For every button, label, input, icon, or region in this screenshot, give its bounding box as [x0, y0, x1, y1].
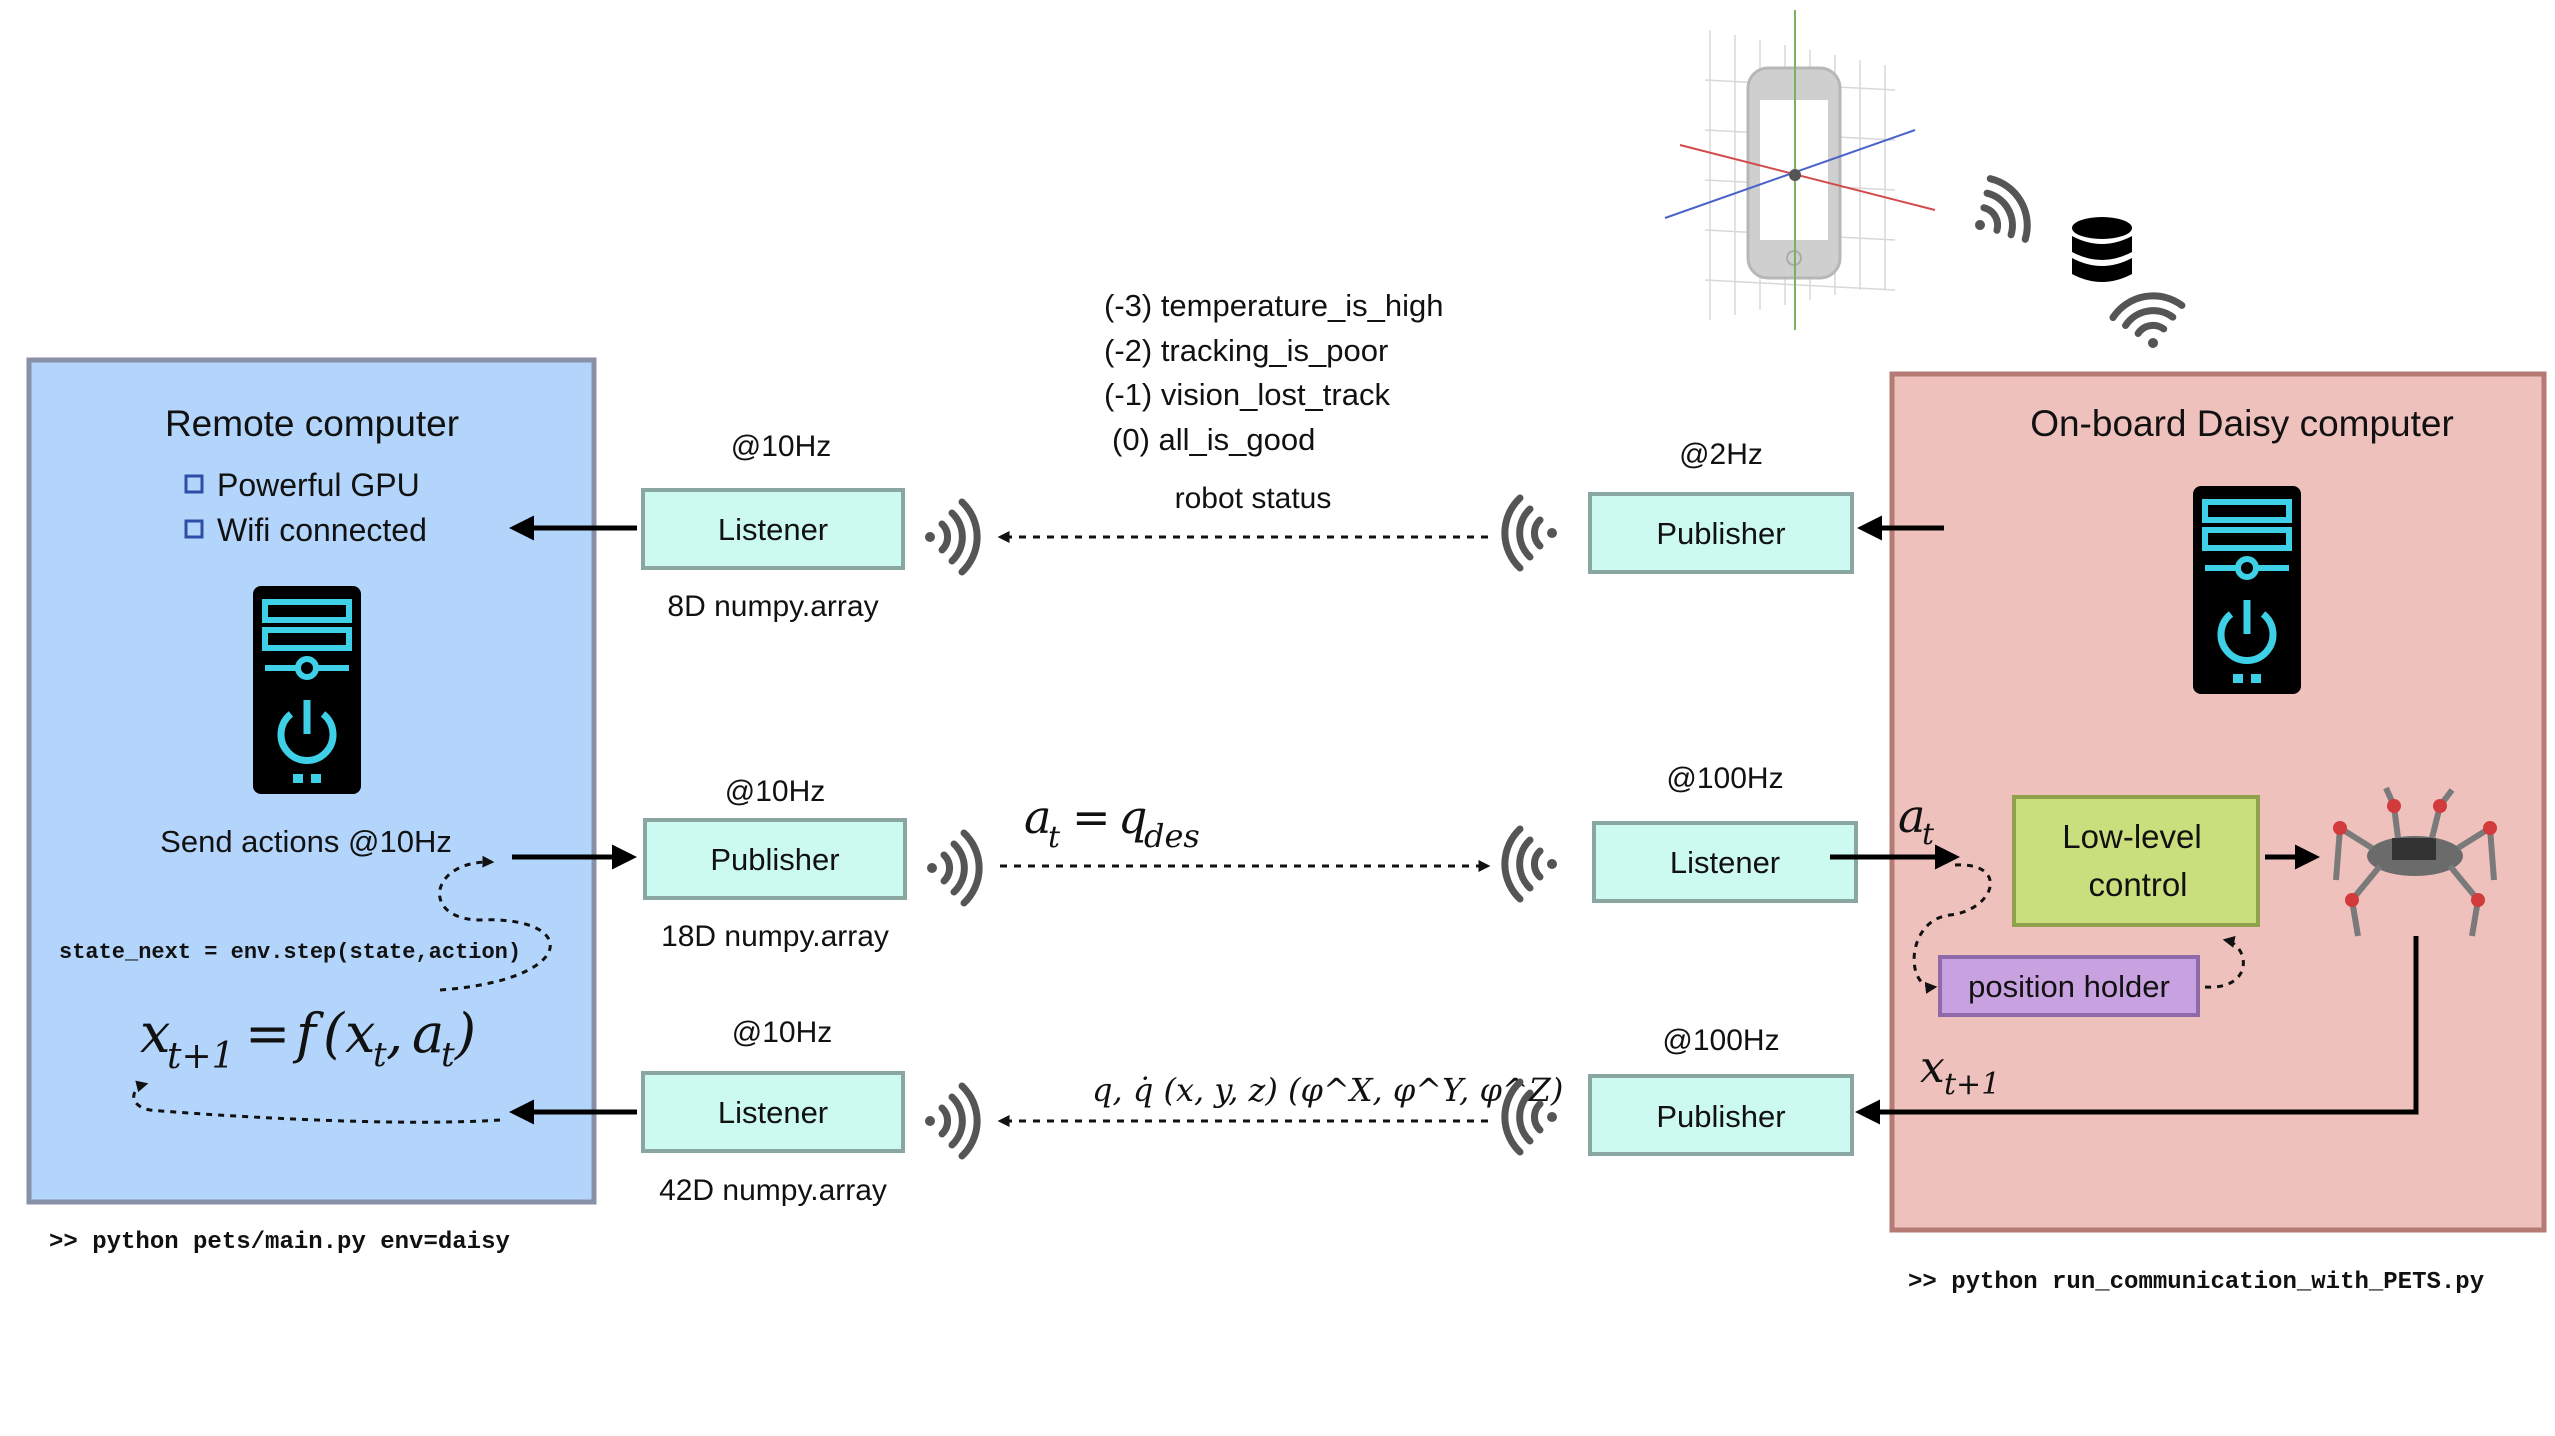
svg-text:x: x	[345, 1002, 375, 1065]
checkbox-icon	[184, 519, 204, 539]
wifi-signal-icon	[1505, 498, 1557, 568]
remote-feature-gpu: Powerful GPU	[217, 467, 420, 503]
svg-text:=: =	[245, 1002, 290, 1065]
position-holder-label: position holder	[1968, 969, 2170, 1004]
wifi-signal-icon	[925, 1086, 977, 1156]
env-step-code: state_next = env.step(state,action)	[59, 940, 521, 965]
svg-text:t+1: t+1	[1944, 1067, 2000, 1102]
channel3-left-caption: 42D numpy.array	[659, 1174, 887, 1207]
wifi-signal-icon	[1505, 829, 1557, 899]
svg-text:,: ,	[386, 1002, 403, 1065]
channel1-left-caption: 8D numpy.array	[667, 590, 878, 623]
channel3-right-rate: @100Hz	[1662, 1024, 1779, 1057]
channel2-message: a t = q des	[1024, 790, 1200, 855]
status-code-0: (0) all_is_good	[1112, 422, 1315, 457]
svg-text:x: x	[1920, 1042, 1945, 1093]
onboard-xt1-label: x t+1	[1920, 1042, 2000, 1102]
channel2-left-node	[643, 818, 907, 900]
channel2-left-rate: @10Hz	[725, 775, 826, 808]
channel1-right-node	[1588, 492, 1854, 574]
computer-tower-icon	[253, 586, 361, 794]
phone-axes-icon	[1664, 10, 1936, 330]
svg-text:t: t	[373, 1035, 387, 1075]
channel1-left-node-label: Listener	[718, 512, 828, 547]
svg-text:t: t	[1048, 820, 1061, 855]
low-level-control-box	[2012, 795, 2260, 927]
svg-text:t+1: t+1	[167, 1036, 235, 1077]
position-holder-box	[1938, 955, 2200, 1017]
low-level-label-line2: control	[2088, 866, 2187, 903]
channel3-right-node	[1588, 1074, 1854, 1156]
onboard-at-label: a t	[1898, 789, 1935, 852]
channel1-right-node-label: Publisher	[1656, 516, 1785, 551]
channel2-right-rate: @100Hz	[1666, 762, 1783, 795]
channel2-left-caption: 18D numpy.array	[661, 920, 889, 953]
channel1-left-node	[641, 488, 905, 570]
svg-text:q: q	[1118, 790, 1147, 844]
status-code-3: (-3) temperature_is_high	[1104, 288, 1443, 323]
channel1-left-rate: @10Hz	[731, 430, 832, 463]
dynamics-equation: x t+1 = f ( x t , a t )	[140, 1002, 476, 1077]
wifi-signal-icon	[1958, 171, 2038, 258]
svg-text:a: a	[412, 1002, 444, 1065]
wifi-signal-icon	[927, 833, 979, 903]
hexapod-robot-icon	[2333, 786, 2497, 937]
database-icon	[2072, 217, 2132, 282]
svg-text:a: a	[1024, 790, 1051, 844]
svg-text:t: t	[1922, 817, 1935, 852]
channel3-right-node-label: Publisher	[1656, 1099, 1785, 1134]
channel3-left-rate: @10Hz	[732, 1016, 833, 1049]
channel3-message: q, q̇ (x, y, z) (φ^X, φ^Y, φ^Z)	[1092, 1071, 1563, 1109]
remote-command: >> python pets/main.py env=daisy	[49, 1229, 510, 1256]
onboard-title: On-board Daisy computer	[2030, 403, 2454, 444]
svg-text:=: =	[1072, 790, 1111, 844]
low-level-label-line1: Low-level	[2062, 818, 2201, 855]
computer-tower-icon	[2193, 486, 2301, 694]
wifi-signal-icon	[925, 502, 977, 572]
channel2-left-node-label: Publisher	[710, 842, 839, 877]
channel1-right-rate: @2Hz	[1679, 438, 1763, 471]
svg-text:(: (	[323, 1002, 346, 1065]
channel3-left-node	[641, 1071, 905, 1153]
remote-computer-panel: Remote computer Powerful GPU Wifi connec…	[26, 357, 597, 1205]
send-actions-label: Send actions @10Hz	[160, 824, 452, 859]
svg-text:a: a	[1898, 789, 1925, 843]
svg-text:x: x	[140, 1002, 170, 1065]
status-code-2: (-2) tracking_is_poor	[1104, 333, 1388, 368]
channel3-left-node-label: Listener	[718, 1095, 828, 1130]
svg-text:des: des	[1144, 817, 1200, 855]
channel1-message: robot status	[1175, 482, 1332, 515]
remote-title: Remote computer	[165, 403, 459, 444]
svg-text:t: t	[441, 1035, 455, 1075]
channel-state: @10Hz Listener 42D numpy.array q, q̇ (x,…	[509, 1016, 1854, 1207]
status-code-1: (-1) vision_lost_track	[1104, 377, 1390, 412]
channel2-right-node-label: Listener	[1670, 845, 1780, 880]
svg-text:): )	[454, 1002, 476, 1065]
wifi-signal-icon	[2110, 290, 2188, 354]
checkbox-icon	[184, 474, 204, 494]
channel-robot-status: @10Hz Listener 8D numpy.array robot stat…	[509, 430, 1944, 623]
onboard-computer-panel: On-board Daisy computer Low-level contro…	[1855, 371, 2547, 1233]
channel2-right-node	[1592, 821, 1858, 903]
onboard-command: >> python run_communication_with_PETS.py	[1908, 1269, 2484, 1296]
remote-feature-wifi: Wifi connected	[217, 512, 427, 548]
channel-actions: @10Hz Publisher 18D numpy.array a t = q …	[512, 762, 1960, 953]
